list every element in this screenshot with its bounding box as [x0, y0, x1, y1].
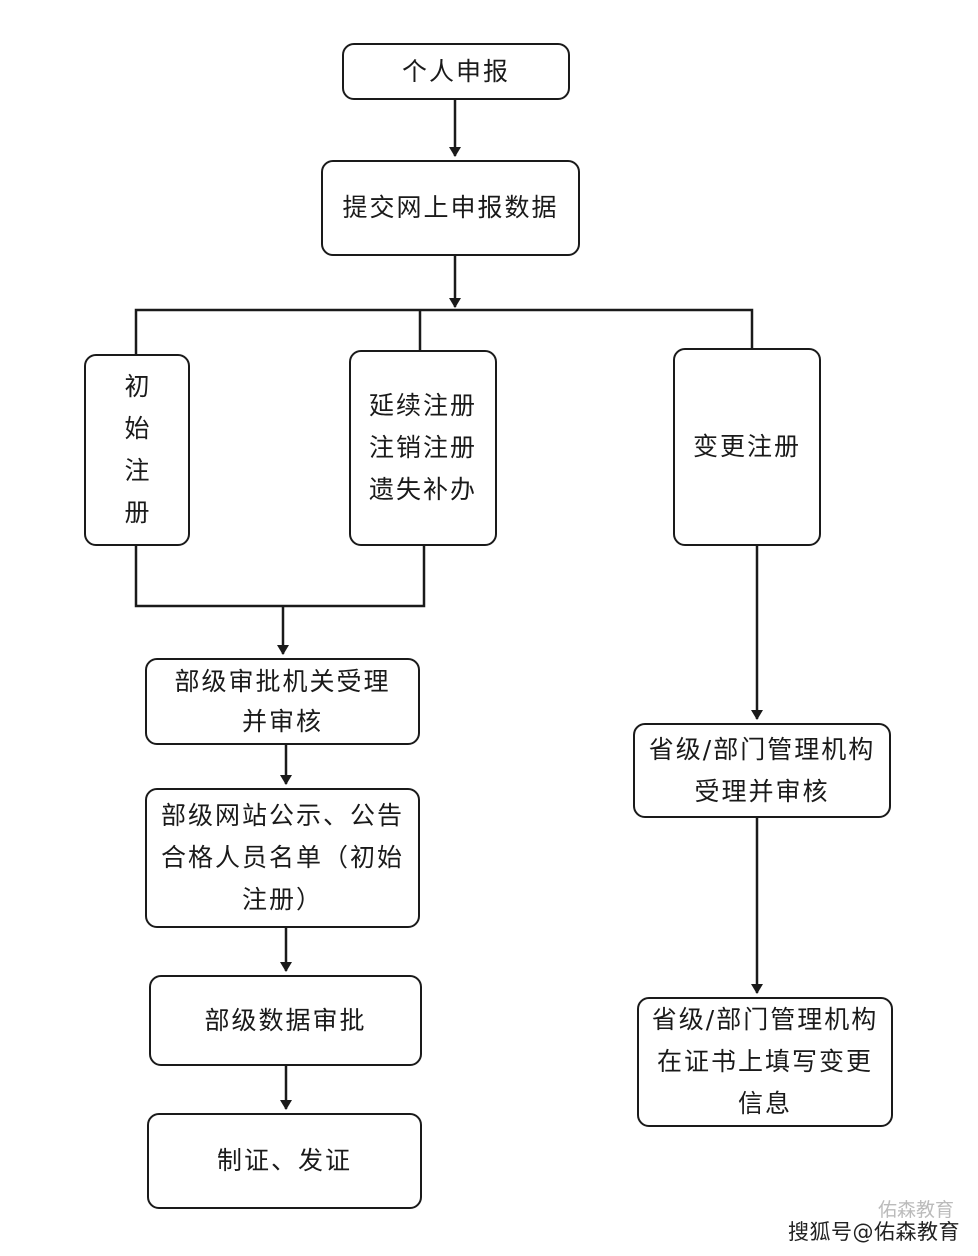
personal-report-box: 个人申报	[342, 43, 570, 100]
initial-registration-char-2: 始	[124, 414, 150, 443]
merge-left-bar	[134, 546, 426, 608]
lost-reissue-label: 遗失补办	[368, 475, 477, 504]
initial-registration-char-3: 注	[124, 456, 150, 485]
renew-registration-label: 延续注册	[368, 391, 477, 420]
provincial-accept-line-2: 受理并审核	[694, 776, 830, 806]
provincial-fill-line-1: 省级/部门管理机构	[651, 1005, 879, 1034]
personal-report-label: 个人申报	[401, 56, 510, 86]
provincial-fill-line-2: 在证书上填写变更	[656, 1047, 873, 1076]
ministry-data-approval-label: 部级数据审批	[204, 1005, 367, 1035]
watermark-text: 搜狐号@佑森教育	[788, 1220, 960, 1244]
initial-registration-char-1: 初	[124, 372, 150, 401]
ministry-accept-box: 部级审批机关受理 并审核	[145, 658, 420, 745]
change-registration-box: 变更注册	[673, 348, 821, 546]
provincial-fill-line-3: 信息	[737, 1089, 792, 1118]
initial-registration-char-4: 册	[124, 498, 150, 527]
ministry-data-approval-box: 部级数据审批	[149, 975, 422, 1066]
issue-certificate-label: 制证、发证	[216, 1146, 352, 1175]
ministry-publish-line-2: 合格人员名单（初始	[160, 843, 404, 872]
initial-registration-box: 初 始 注 册	[84, 354, 190, 546]
online-submit-label: 提交网上申报数据	[342, 193, 559, 222]
ministry-accept-line-1: 部级审批机关受理	[174, 666, 391, 696]
change-registration-label: 变更注册	[692, 432, 801, 461]
provincial-accept-box: 省级/部门管理机构 受理并审核	[633, 723, 891, 818]
cancel-registration-label: 注销注册	[368, 433, 477, 462]
issue-certificate-box: 制证、发证	[147, 1113, 422, 1209]
renew-cancel-lost-box: 延续注册 注销注册 遗失补办	[349, 350, 497, 546]
ministry-publish-line-1: 部级网站公示、公告	[160, 801, 404, 830]
branch-top-bar	[134, 308, 754, 354]
ministry-publish-line-3: 注册）	[241, 885, 323, 914]
provincial-fill-info-box: 省级/部门管理机构 在证书上填写变更 信息	[637, 997, 893, 1127]
ministry-publish-box: 部级网站公示、公告 合格人员名单（初始 注册）	[145, 788, 420, 928]
provincial-accept-line-1: 省级/部门管理机构	[648, 734, 876, 764]
online-submit-box: 提交网上申报数据	[321, 160, 580, 256]
watermark-faint: 佑森教育	[877, 1199, 954, 1221]
ministry-accept-line-2: 并审核	[241, 706, 323, 736]
